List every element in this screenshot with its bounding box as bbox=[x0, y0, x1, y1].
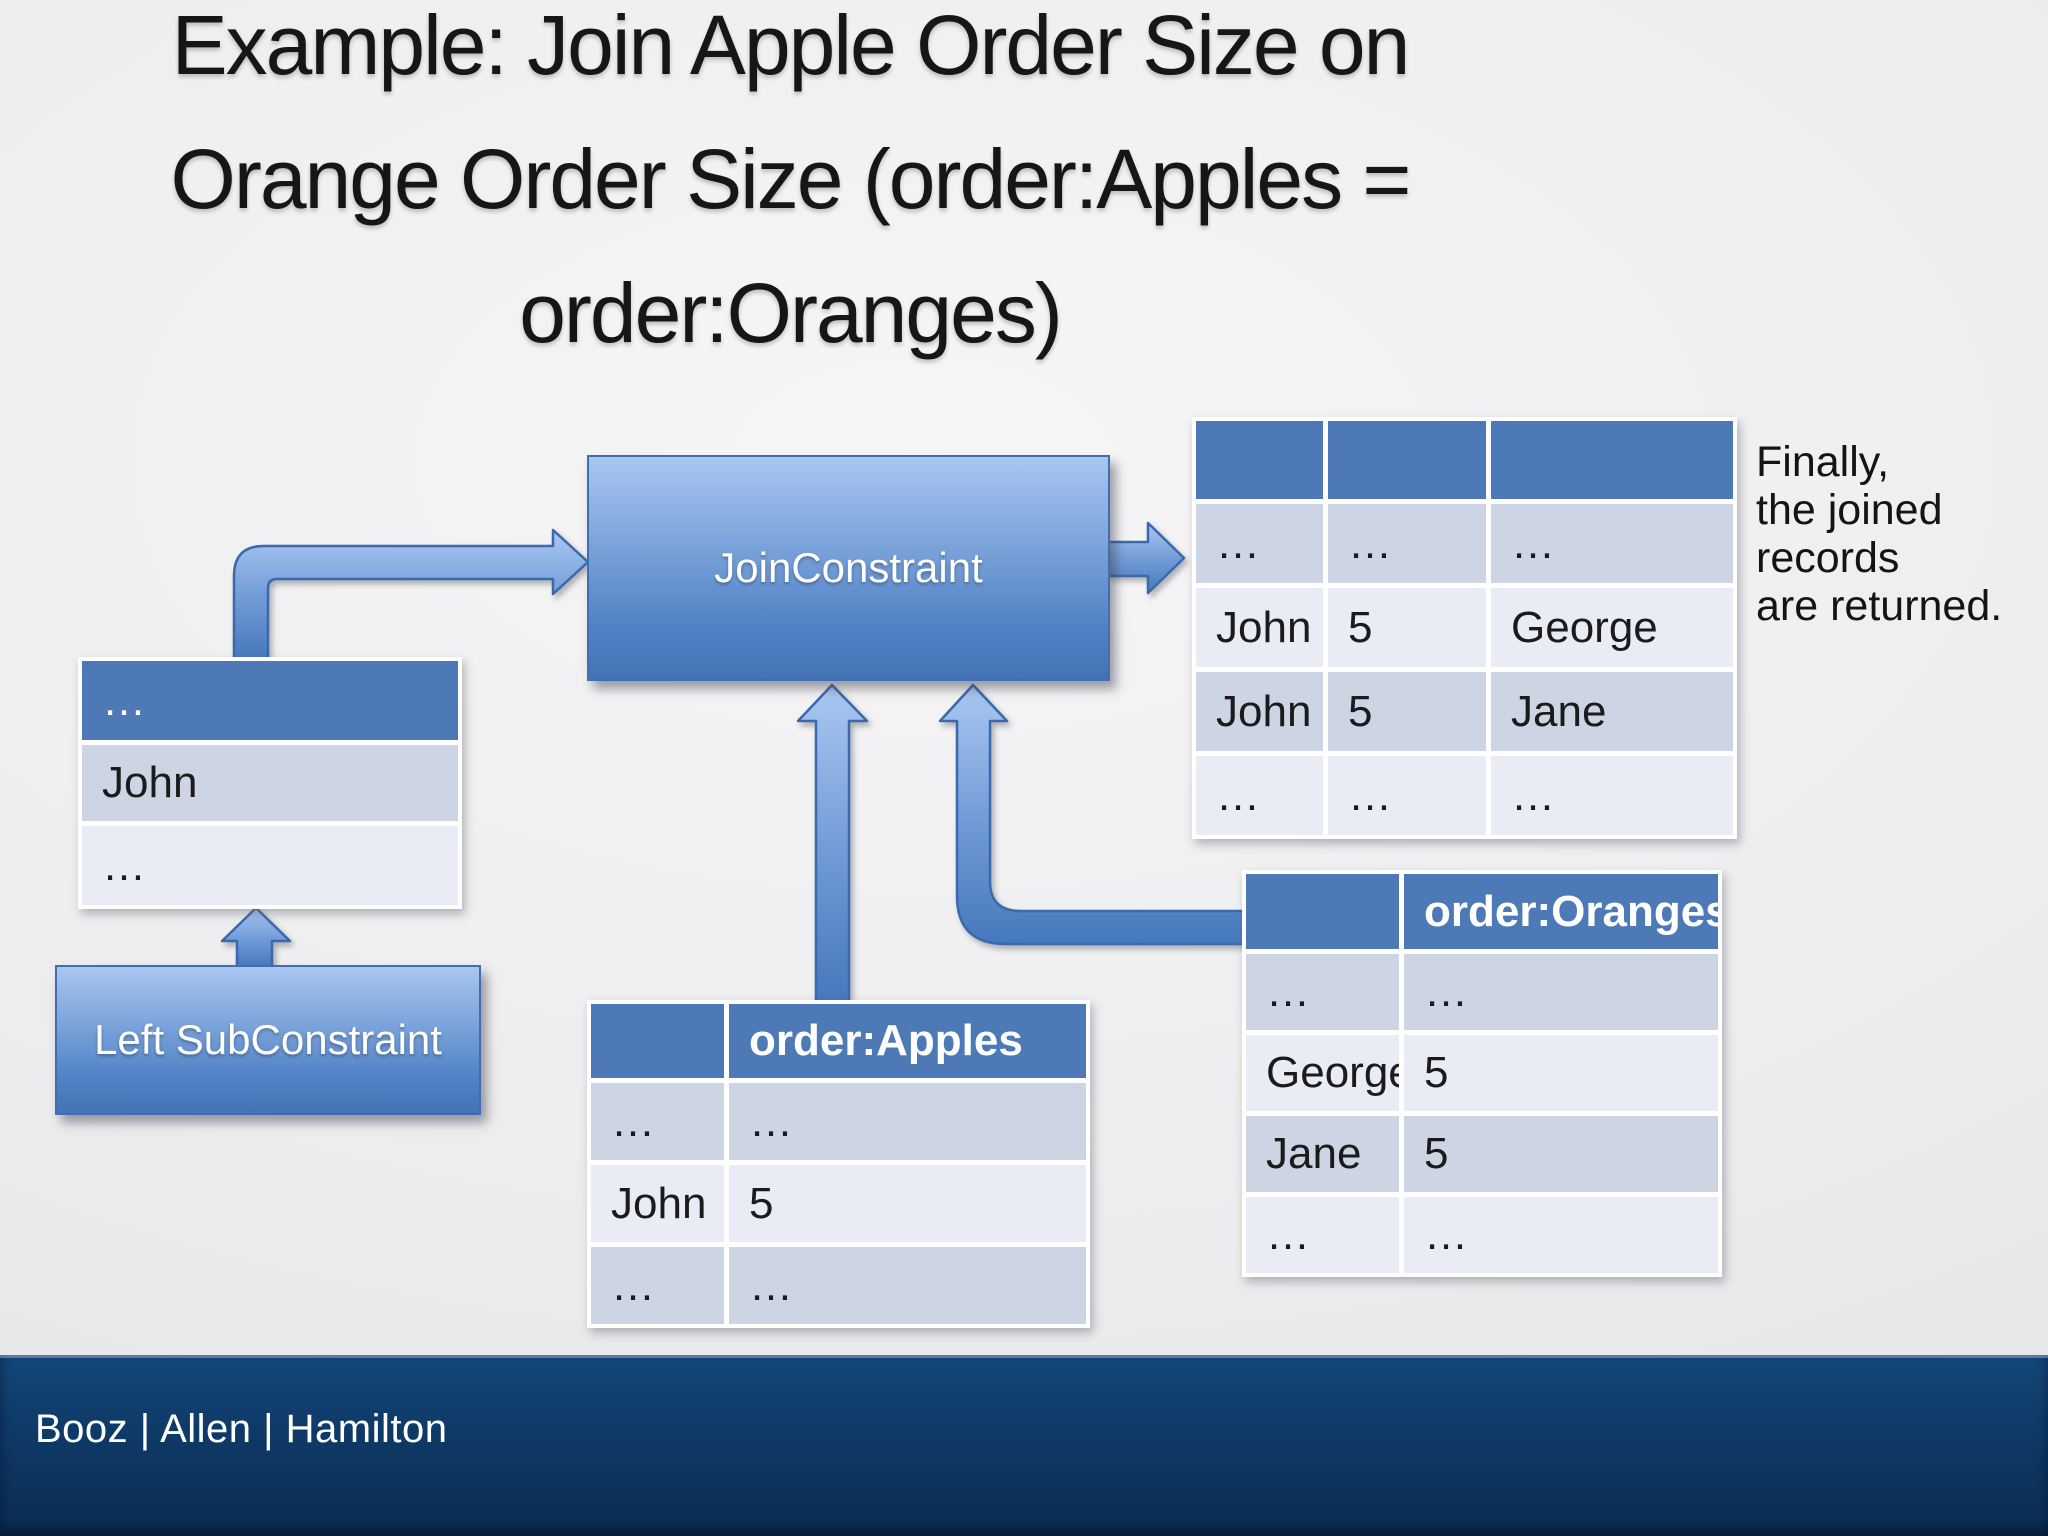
left-input-table: … John … bbox=[78, 657, 462, 909]
table-cell: Jane bbox=[1246, 1116, 1399, 1192]
table-cell: … bbox=[1196, 504, 1323, 583]
table-header-cell: … bbox=[82, 661, 458, 740]
left-subconstraint-box: Left SubConstraint bbox=[55, 965, 481, 1115]
note-line: Finally, bbox=[1756, 438, 1890, 486]
elbow-arrow-left-input-to-join bbox=[232, 528, 590, 661]
table-cell: Jane bbox=[1491, 672, 1733, 751]
table-cell: … bbox=[591, 1083, 724, 1160]
table-cell: John bbox=[591, 1165, 724, 1242]
note-line: are returned. bbox=[1756, 582, 2003, 630]
arrow-join-to-result bbox=[1106, 521, 1186, 595]
page-title: Example: Join Apple Order Size on Orange… bbox=[60, 0, 1520, 380]
table-header-cell bbox=[1196, 421, 1323, 499]
title-line: Orange Order Size (order:Apples = bbox=[170, 132, 1412, 226]
table-cell: … bbox=[1328, 756, 1486, 835]
table-cell: 5 bbox=[729, 1165, 1086, 1242]
table-header-cell: order:Oranges bbox=[1404, 874, 1718, 949]
table-header-cell bbox=[1246, 874, 1399, 949]
table-cell: … bbox=[1491, 504, 1733, 583]
footer-bar: Booz | Allen | Hamilton bbox=[0, 1355, 2048, 1536]
table-cell: … bbox=[82, 826, 458, 905]
table-cell: … bbox=[1246, 1197, 1399, 1273]
curved-arrow-oranges-to-join bbox=[938, 683, 1245, 946]
table-cell: 5 bbox=[1328, 588, 1486, 667]
arrow-subconstraint-to-left-input bbox=[220, 906, 292, 969]
join-constraint-label: JoinConstraint bbox=[714, 544, 983, 591]
result-table: … … … John 5 George John 5 Jane … … … bbox=[1192, 417, 1737, 839]
table-header-cell bbox=[1328, 421, 1486, 499]
company-logo-text: Booz | Allen | Hamilton bbox=[35, 1407, 448, 1451]
note-line: the joined bbox=[1756, 486, 1943, 534]
table-header-cell bbox=[1491, 421, 1733, 499]
table-cell: … bbox=[1328, 504, 1486, 583]
table-header-cell bbox=[591, 1004, 724, 1078]
table-cell: John bbox=[1196, 588, 1323, 667]
order-oranges-table: order:Oranges … … George 5 Jane 5 … … bbox=[1242, 870, 1722, 1277]
table-cell: 5 bbox=[1404, 1035, 1718, 1111]
join-constraint-box: JoinConstraint bbox=[587, 455, 1110, 681]
table-cell: … bbox=[1246, 954, 1399, 1030]
table-cell: John bbox=[1196, 672, 1323, 751]
table-cell: George bbox=[1491, 588, 1733, 667]
title-line: Example: Join Apple Order Size on bbox=[171, 0, 1411, 92]
table-cell: George bbox=[1246, 1035, 1399, 1111]
table-cell: … bbox=[729, 1083, 1086, 1160]
note-line: records bbox=[1756, 534, 1900, 582]
title-line: order:Oranges) bbox=[519, 266, 1063, 360]
order-apples-table: order:Apples … … John 5 … … bbox=[587, 1000, 1090, 1328]
table-cell: … bbox=[1404, 1197, 1718, 1273]
table-cell: … bbox=[1491, 756, 1733, 835]
table-header-cell: order:Apples bbox=[729, 1004, 1086, 1078]
arrow-apples-to-join bbox=[796, 683, 869, 1003]
table-cell: … bbox=[1196, 756, 1323, 835]
table-cell: … bbox=[591, 1247, 724, 1324]
table-cell: 5 bbox=[1404, 1116, 1718, 1192]
table-cell: … bbox=[729, 1247, 1086, 1324]
table-cell: … bbox=[1404, 954, 1718, 1030]
table-cell: 5 bbox=[1328, 672, 1486, 751]
left-subconstraint-label: Left SubConstraint bbox=[94, 1016, 442, 1063]
annotation-note: Finally, the joined records are returned… bbox=[1756, 438, 2048, 630]
table-cell: John bbox=[82, 745, 458, 821]
